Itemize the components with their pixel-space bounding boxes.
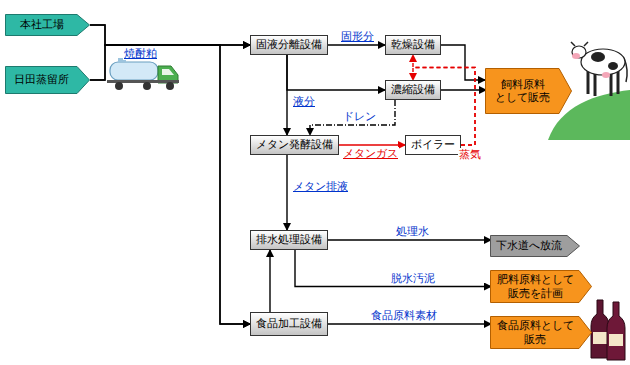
flow-connector xyxy=(328,323,491,324)
process-box: 排水処理設備 xyxy=(250,230,328,250)
flow-label: 蒸気 xyxy=(458,148,482,161)
discharge-arrow: 下水道へ放流 xyxy=(490,235,580,257)
flow-connector xyxy=(90,45,250,324)
flow-connector xyxy=(286,155,287,230)
product-arrow: 食品原料として 販売 xyxy=(490,316,592,349)
flow-label: メタンガス xyxy=(342,147,399,160)
flow-connector xyxy=(90,25,250,45)
node-text: 日田蒸留所 xyxy=(14,73,69,86)
flow-label: 脱水汚泥 xyxy=(390,272,436,285)
boiler-box: ボイラー xyxy=(405,135,461,155)
flow-connector xyxy=(90,25,250,324)
node-text: 乾燥設備 xyxy=(391,38,435,51)
node-text: ボイラー xyxy=(411,138,455,151)
flow-connector xyxy=(413,55,475,145)
product-arrow: 飼料原料 として販売 xyxy=(485,68,572,114)
source-arrow: 日田蒸留所 xyxy=(5,66,90,94)
flow-connector xyxy=(295,250,491,287)
flow-connector xyxy=(339,144,405,145)
flow-label: 処理水 xyxy=(395,225,430,238)
flow-connector xyxy=(90,45,250,80)
process-box: 食品加工設備 xyxy=(250,312,328,336)
process-box: 濃縮設備 xyxy=(385,80,441,100)
flow-label: 固形分 xyxy=(340,30,375,43)
source-arrow: 本社工場 xyxy=(5,14,90,36)
node-text: メタン発酵設備 xyxy=(256,138,333,151)
process-box: 乾燥設備 xyxy=(385,35,441,55)
flow-connector xyxy=(328,44,385,45)
node-text: 食品原料として 販売 xyxy=(494,319,576,345)
flow-connector xyxy=(441,45,485,80)
flow-connector xyxy=(310,100,395,135)
flow-connector xyxy=(287,55,385,90)
flow-label: メタン排液 xyxy=(292,180,349,193)
flow-connector xyxy=(286,55,287,135)
material-label: 焼酎粕 xyxy=(123,47,158,60)
node-text: 濃縮設備 xyxy=(391,83,435,96)
flow-label: 食品原料素材 xyxy=(370,309,438,322)
wine-bottles xyxy=(591,300,625,360)
node-text: 肥料原料として 販売を計画 xyxy=(494,273,576,299)
product-arrow: 肥料原料として 販売を計画 xyxy=(490,270,592,303)
node-text: 下水道へ放流 xyxy=(496,239,562,252)
node-text: 食品加工設備 xyxy=(256,317,322,330)
node-text: 排水処理設備 xyxy=(256,233,322,246)
flow-label: 液分 xyxy=(292,95,316,108)
flow-connector xyxy=(269,250,270,312)
flow-connector xyxy=(441,89,486,90)
flow-label: ドレン xyxy=(342,110,377,123)
node-text: 固液分離設備 xyxy=(256,38,322,51)
flow-connector xyxy=(328,239,491,240)
process-box: 固液分離設備 xyxy=(250,35,328,55)
process-box: メタン発酵設備 xyxy=(250,135,339,155)
node-text: 本社工場 xyxy=(20,18,64,31)
tank-truck xyxy=(107,58,179,90)
node-text: 飼料原料 として販売 xyxy=(489,78,556,104)
